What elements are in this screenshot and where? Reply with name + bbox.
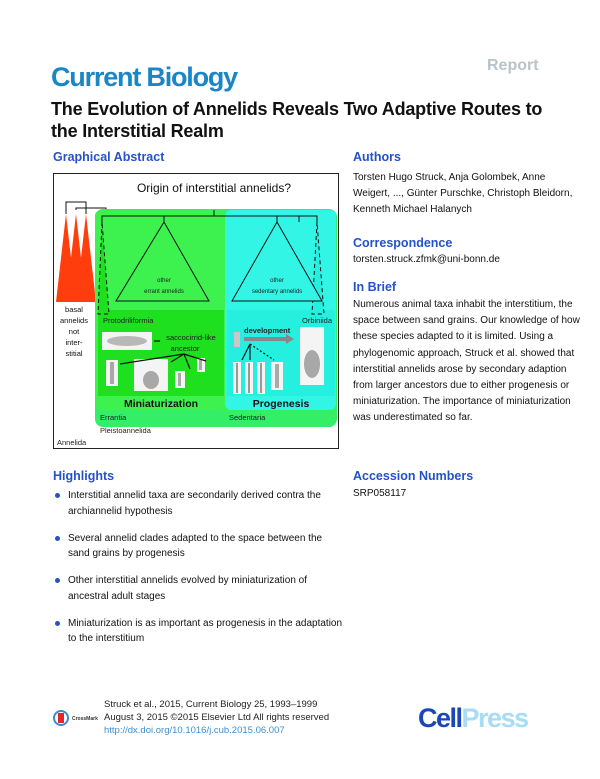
highlights-list: Interstitial annelid taxa are secondaril… bbox=[53, 488, 343, 658]
figure-title: Origin of interstitial annelids? bbox=[137, 181, 291, 195]
citation-block: Struck et al., 2015, Current Biology 25,… bbox=[104, 698, 329, 737]
bullet-icon bbox=[55, 620, 60, 626]
authors-heading: Authors bbox=[353, 150, 401, 164]
evolution-arrows bbox=[119, 340, 275, 370]
other-errant-triangle bbox=[115, 221, 210, 302]
highlight-item: Interstitial annelid taxa are secondaril… bbox=[53, 488, 343, 519]
svg-text:not: not bbox=[69, 327, 80, 336]
worm-illustrations bbox=[102, 327, 324, 394]
svg-text:other: other bbox=[157, 278, 171, 284]
svg-text:basal: basal bbox=[65, 305, 83, 314]
svg-text:Sedentaria: Sedentaria bbox=[229, 413, 266, 422]
graphical-abstract-figure: Origin of interstitial annelids? o bbox=[53, 173, 339, 449]
svg-text:Miniaturization: Miniaturization bbox=[124, 398, 198, 410]
svg-text:Pleistoannelida: Pleistoannelida bbox=[100, 426, 152, 435]
accession-number[interactable]: SRP058117 bbox=[353, 488, 407, 499]
svg-text:Annelida: Annelida bbox=[57, 438, 87, 447]
svg-text:errant annelids: errant annelids bbox=[144, 289, 184, 295]
article-title: The Evolution of Annelids Reveals Two Ad… bbox=[51, 99, 543, 141]
doi-link[interactable]: http://dx.doi.org/10.1016/j.cub.2015.06.… bbox=[104, 725, 285, 736]
svg-text:other: other bbox=[270, 278, 284, 284]
svg-text:inter-: inter- bbox=[65, 338, 83, 347]
svg-text:annelids: annelids bbox=[60, 316, 88, 325]
in-brief-text: Numerous animal taxa inhabit the interst… bbox=[353, 299, 580, 424]
bullet-icon bbox=[55, 535, 60, 541]
article-type-label: Report bbox=[487, 57, 539, 74]
svg-text:ancestor: ancestor bbox=[171, 344, 200, 353]
authors-list: Torsten Hugo Struck, Anja Golombek, Anne… bbox=[353, 172, 573, 215]
svg-text:stitial: stitial bbox=[65, 349, 82, 358]
svg-text:saccocirrid-like: saccocirrid-like bbox=[166, 333, 216, 342]
svg-text:development: development bbox=[244, 326, 291, 335]
bullet-icon bbox=[55, 578, 60, 583]
graphical-abstract-heading: Graphical Abstract bbox=[53, 150, 165, 164]
svg-text:Orbiniida: Orbiniida bbox=[302, 316, 333, 325]
in-brief-heading: In Brief bbox=[353, 280, 397, 294]
basal-annelids-tree bbox=[56, 201, 107, 302]
journal-name: Current Biology bbox=[51, 62, 238, 92]
correspondence-heading: Correspondence bbox=[353, 236, 453, 250]
development-arrow bbox=[244, 334, 294, 344]
highlight-item: Several annelid clades adapted to the sp… bbox=[53, 531, 343, 562]
svg-text:Protodriliformia: Protodriliformia bbox=[103, 316, 154, 325]
citation: Struck et al., 2015, Current Biology 25,… bbox=[104, 699, 318, 710]
highlight-item: Miniaturization is as important as proge… bbox=[53, 616, 343, 647]
cellpress-logo: CellPress bbox=[418, 703, 529, 733]
highlights-heading: Highlights bbox=[53, 469, 115, 483]
svg-text:Errantia: Errantia bbox=[100, 413, 127, 422]
crossmark-icon[interactable] bbox=[53, 710, 69, 726]
accession-heading: Accession Numbers bbox=[353, 469, 474, 483]
date-copyright: August 3, 2015 ©2015 Elsevier Ltd All ri… bbox=[104, 712, 330, 723]
svg-text:sedentary annelids: sedentary annelids bbox=[252, 289, 302, 295]
bullet-icon bbox=[55, 493, 60, 498]
crossmark-label[interactable]: CrossMark bbox=[72, 716, 98, 722]
correspondence-email[interactable]: torsten.struck.zfmk@uni-bonn.de bbox=[353, 254, 500, 265]
other-sedentary-triangle bbox=[231, 220, 323, 302]
highlight-item: Other interstitial annelids evolved by m… bbox=[53, 573, 343, 604]
svg-text:Progenesis: Progenesis bbox=[253, 398, 310, 410]
